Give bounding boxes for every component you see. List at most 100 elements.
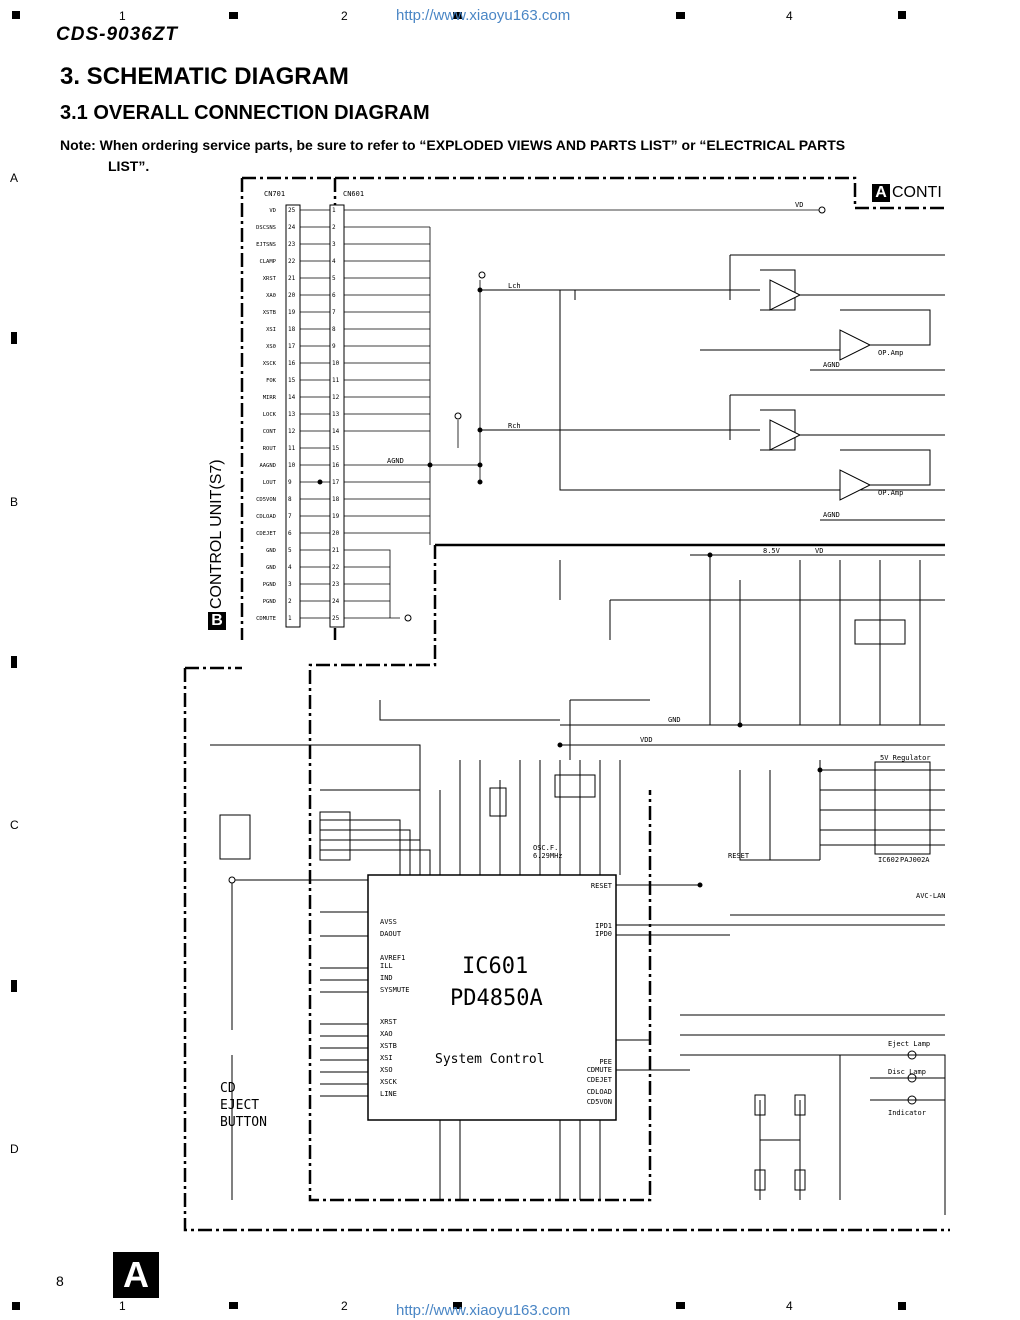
cn601-pin-number: 11 [332,377,340,384]
cn701-pin-label: LOUT [263,480,277,486]
cn701-pin-label: XSCK [263,361,277,367]
cn701-pin-label: CDLOAD [256,514,276,520]
disc-lamp-label: Disc Lamp [888,1068,926,1076]
cn701-pin-number: 9 [288,479,292,486]
cn601-pin-number: 15 [332,445,340,452]
ic601-left-pin-name: XRST [380,1018,398,1026]
cn701-pin-label: MIRR [263,395,277,401]
cn701-pin-number: 6 [288,530,292,537]
block-name-a: CONTI [892,184,942,201]
ic601-right-pin-name: IPD0 [595,930,612,938]
cn701-pin-number: 10 [288,462,296,469]
corner-mark-tr [898,11,906,19]
column-mark [229,1302,238,1309]
section-title: 3. SCHEMATIC DIAGRAM [60,63,349,90]
header-watermark-url[interactable]: http://www.xiaoyu163.com [396,7,571,24]
cn701-pin-label: EJTSNS [256,242,276,248]
ic601-right-pin-name: IPD1 [595,922,612,930]
block-letter-b: B [208,612,226,630]
column-tick-2-bottom: 2 [341,1299,348,1313]
cn701-pin-label: GND [266,548,276,554]
cn701-pin-label: XRST [263,276,277,282]
osc-freq-label: 6.29MHz [533,852,563,860]
cn701-pin-number: 1 [288,615,292,622]
cn601-pin-number: 5 [332,275,336,282]
cn601-pin-number: 1 [332,207,336,214]
eject-lamp-label: Eject Lamp [888,1040,930,1048]
ic601-right-pin-name: CDLOAD [587,1088,612,1096]
cn701-pin-number: 22 [288,258,296,265]
ic601-right-pin-name: RESET [591,882,613,890]
row-mark [11,332,17,344]
ic601-left-pin-name: XSI [380,1054,393,1062]
cn701-pin-label: CDEJET [256,531,277,537]
corner-mark-br [898,1302,906,1310]
opamp-label-1: OP.Amp [878,349,903,357]
agnd-label: AGND [387,457,404,465]
vd-label-2: VD [815,547,823,555]
reset-label: RESET [728,852,750,860]
corner-mark-bl [12,1302,20,1310]
row-tick-b: B [10,495,19,509]
cn701-pin-number: 2 [288,598,292,605]
cn601-pin-number: 19 [332,513,340,520]
subsection-title: 3.1 OVERALL CONNECTION DIAGRAM [60,102,430,124]
ic601-part: PD4850A [450,986,543,1011]
cn601-pin-number: 14 [332,428,340,435]
gnd-label: GND [668,716,681,724]
ic601-right-pin-name: CD5VON [587,1098,612,1106]
cn701-pin-number: 24 [288,224,296,231]
cn701-pin-number: 21 [288,275,296,282]
row-mark [11,980,17,992]
row-mark [11,656,17,668]
cn701-pin-label: PGND [263,582,276,588]
cn701-pin-label: XA0 [266,293,276,299]
cn701-pin-label: PGND [263,599,276,605]
column-mark [676,1302,685,1309]
voltage-label: 8.5V [763,547,781,555]
cd-eject-line-1: CD [220,1081,236,1096]
corner-mark-tl [12,11,20,19]
cn601-pin-number: 3 [332,241,336,248]
cn601-pin-number: 12 [332,394,340,401]
footer-watermark-url[interactable]: http://www.xiaoyu163.com [396,1302,571,1319]
ic601-right-pin-name: CDEJET [587,1076,613,1084]
ic601-left-pin-name: XSCK [380,1078,398,1086]
cn701-pin-number: 11 [288,445,296,452]
column-mark [453,1302,462,1309]
indicator-label: Indicator [888,1109,926,1117]
cn701-pin-number: 8 [288,496,292,503]
agnd-label-3: AGND [823,511,840,519]
column-tick-1-bottom: 1 [119,1299,126,1313]
column-mark [453,12,462,19]
cn701-pin-number: 12 [288,428,296,435]
cn701-pin-number: 18 [288,326,296,333]
cn701-pin-number: 17 [288,343,296,350]
ic601-left-pin-name: XAO [380,1030,393,1038]
cd-eject-line-3: BUTTON [220,1115,267,1130]
cn701-label: CN701 [264,190,285,198]
cn601-pin-number: 17 [332,479,340,486]
osc-label: OSC.F. [533,844,558,852]
cn701-pin-label: CLAMP [259,259,276,265]
cn701-pin-label: LOCK [263,412,277,418]
ic601-left-pin-name: XSO [380,1066,393,1074]
column-tick-4: 4 [786,9,793,23]
ic601-ref: IC601 [462,954,528,979]
cn701-pin-number: 4 [288,564,292,571]
rch-label: Rch [508,422,521,430]
cn701-pin-number: 23 [288,241,296,248]
ic601-left-pin-name: ILL [380,962,393,970]
ic602-part: PAJ002A [900,856,930,864]
cn701-pin-label: CD5VON [256,497,276,503]
ic601-left-pin-name: AVSS [380,918,397,926]
model-number: CDS-9036ZT [56,24,178,45]
cn601-pin-number: 8 [332,326,336,333]
vdd-label: VDD [640,736,653,744]
cn701-pin-label: XSI [266,327,276,333]
cn701-pin-number: 13 [288,411,296,418]
cn701-pin-number: 14 [288,394,296,401]
cn601-pin-number: 20 [332,530,340,537]
